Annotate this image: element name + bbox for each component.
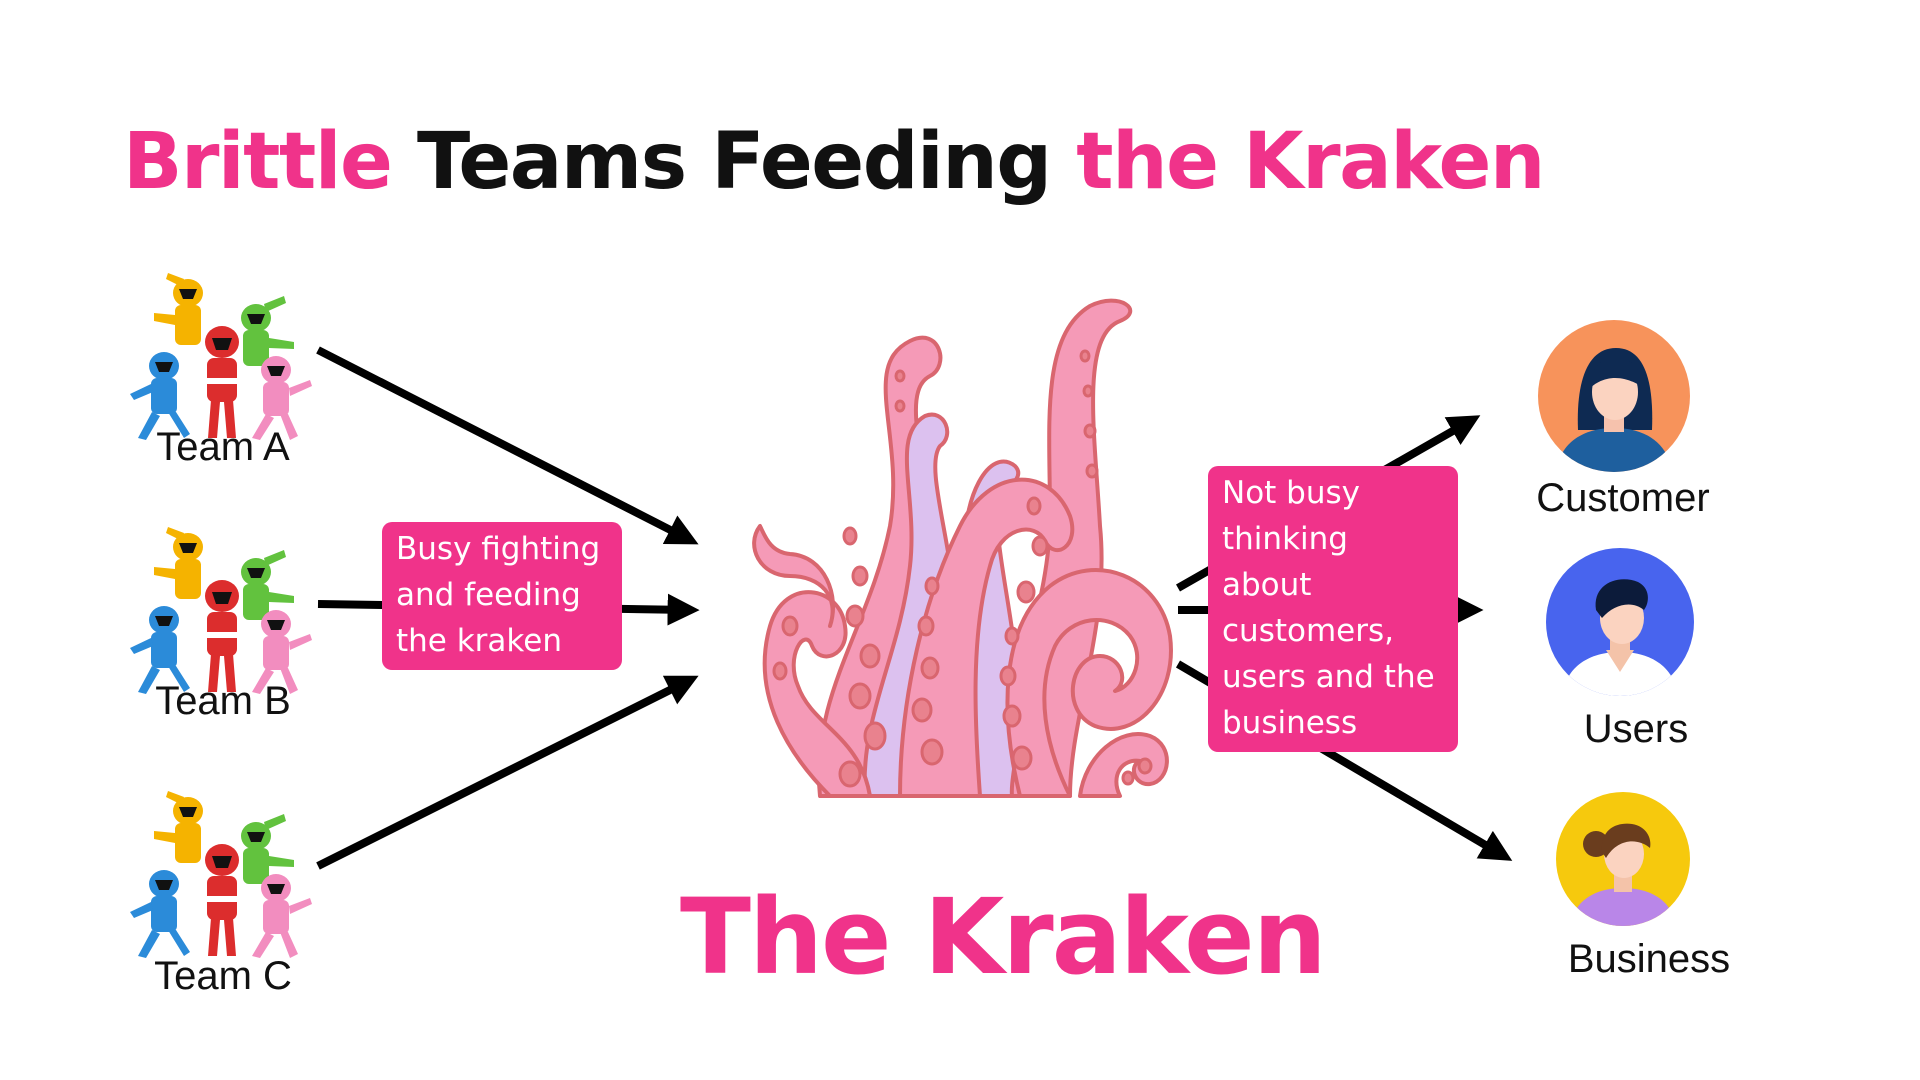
team-a-label: Team A (156, 425, 290, 469)
users-man-avatar-icon (1546, 548, 1694, 696)
business-label: Business (1567, 937, 1731, 981)
title-part-brittle: Brittle (123, 117, 393, 207)
left-note-line: Busy fighting (396, 531, 601, 567)
customer-label: Customer (1536, 476, 1710, 520)
right-note-box: Not busy thinking about customers, users… (1208, 466, 1458, 752)
right-note-line: Not busy (1222, 475, 1360, 511)
arrow-team-a-to-kraken (316, 346, 699, 545)
team-b-label: Team B (155, 679, 291, 723)
left-note-box: Busy fighting and feeding the kraken (382, 522, 622, 670)
right-note-line: about (1222, 567, 1312, 603)
page-title: Brittle Teams Feeding the Kraken (123, 117, 1545, 208)
right-note-line: business (1222, 705, 1358, 741)
users-label: Users (1583, 707, 1689, 751)
kraken-tentacles-icon (752, 298, 1173, 798)
left-note-line: and feeding (396, 577, 581, 613)
title-part-teams-feeding: Teams Feeding (391, 117, 1077, 207)
team-c-ranger-icon (130, 791, 312, 958)
kraken-label: The Kraken (680, 876, 1327, 998)
team-b-ranger-icon (130, 527, 312, 694)
team-c-label: Team C (154, 954, 292, 998)
business-woman-avatar-icon (1556, 792, 1690, 926)
title-part-the-kraken: the Kraken (1076, 117, 1545, 207)
arrow-team-c-to-kraken (316, 675, 699, 870)
right-note-line: customers, (1222, 613, 1394, 649)
team-a-ranger-icon (130, 273, 312, 440)
right-note-line: users and the (1222, 659, 1435, 695)
right-note-line: thinking (1222, 521, 1348, 557)
customer-woman-avatar-icon (1538, 320, 1690, 472)
left-note-line: the kraken (396, 623, 562, 659)
